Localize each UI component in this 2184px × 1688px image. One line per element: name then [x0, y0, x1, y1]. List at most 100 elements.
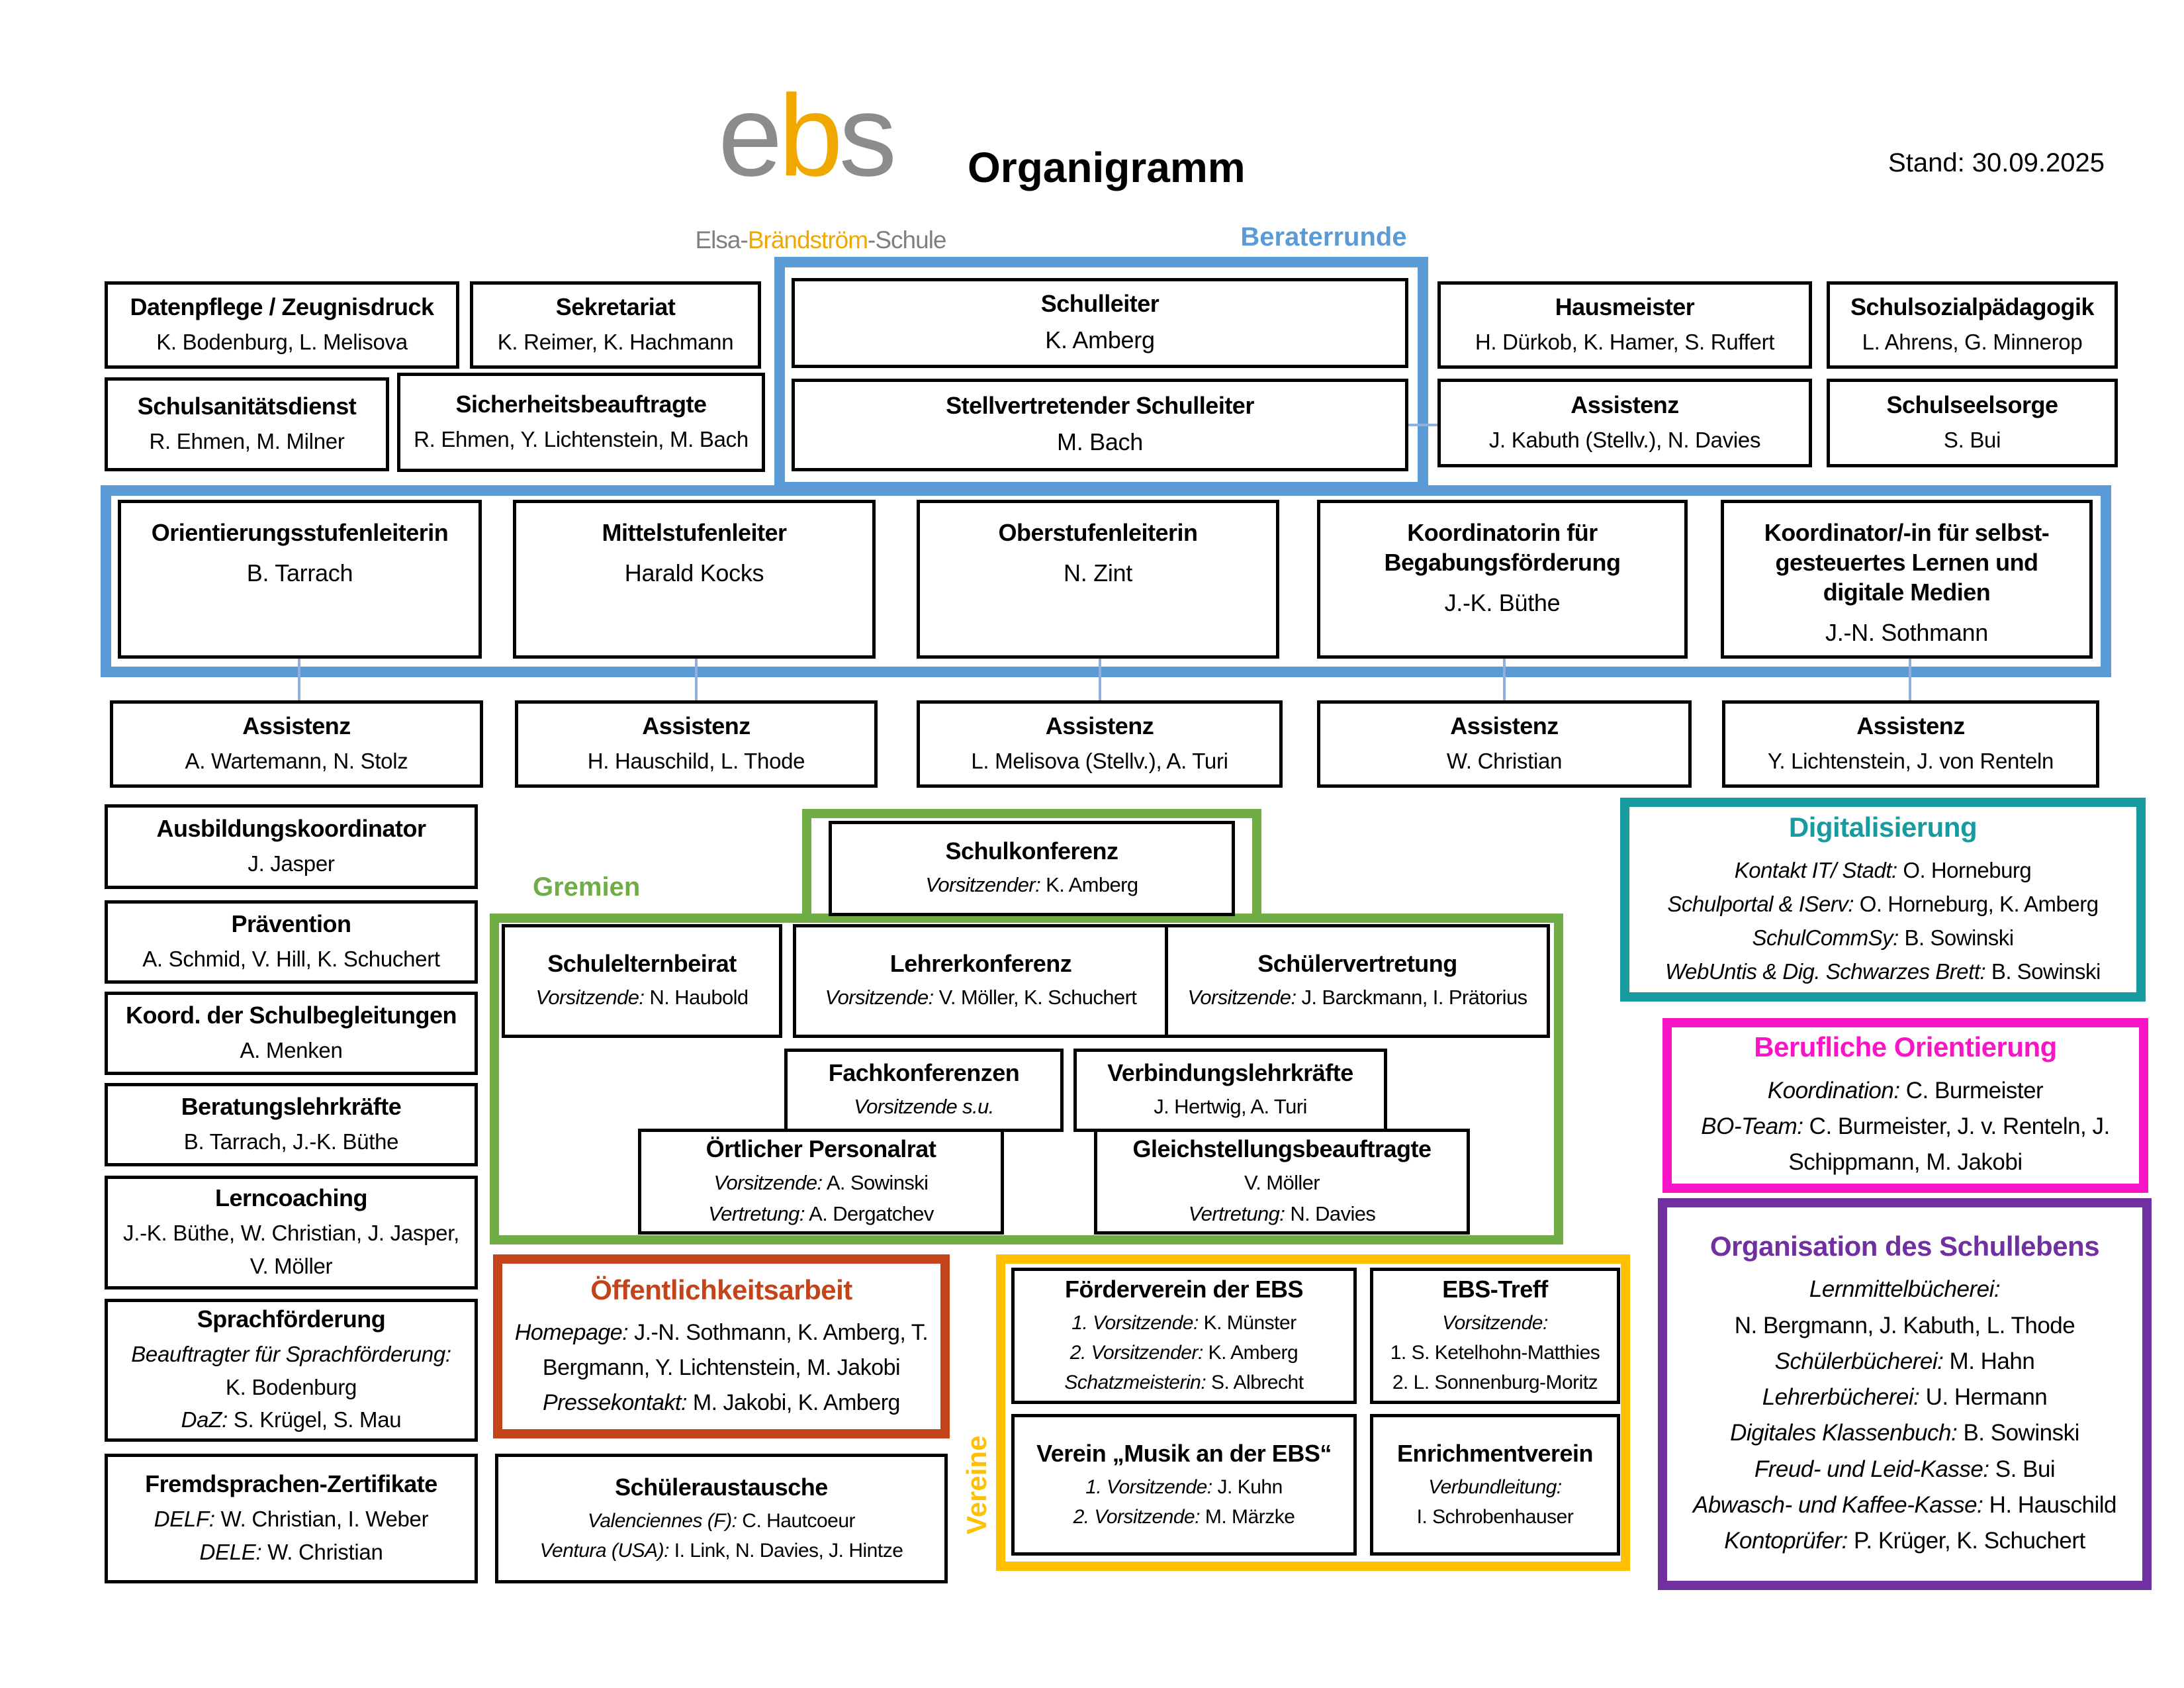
- box-title: Schulsanitätsdienst: [137, 392, 357, 420]
- stand-date: Stand: 30.09.2025: [1888, 148, 2105, 177]
- box-title: Koordinator/-in für selbst-gesteuertes L…: [1764, 519, 2050, 606]
- box-line: L. Melisova (Stellv.), A. Turi: [971, 748, 1228, 773]
- box-title: Örtlicher Personalrat: [705, 1135, 936, 1162]
- box-line: Vertretung: A. Dergatchev: [708, 1201, 934, 1225]
- box-lines: B. Tarrach: [129, 555, 471, 591]
- box-assistenz-oberstufe: Assistenz L. Melisova (Stellv.), A. Turi: [917, 700, 1283, 788]
- box-verbindungslehrkraefte: Verbindungslehrkräfte J. Hertwig, A. Tur…: [1073, 1049, 1387, 1132]
- box-sprachfoerderung: Sprachförderung Beauftragter für Sprachf…: [105, 1299, 478, 1442]
- box-line: Schülerbücherei: M. Hahn: [1774, 1348, 2035, 1374]
- box-title: Assistenz: [1570, 391, 1679, 418]
- box-title: Verbindungslehrkräfte: [1107, 1059, 1353, 1087]
- box-line: J. Kabuth (Stellv.), N. Davies: [1488, 427, 1761, 452]
- box-line: Vorsitzende: V. Möller, K. Schuchert: [825, 986, 1137, 1009]
- box-koord-schulbegleitungen: Koord. der Schulbegleitungen A. Menken: [105, 992, 478, 1075]
- gremien-label: Gremien: [533, 872, 641, 902]
- box-title: EBS-Treff: [1442, 1276, 1548, 1303]
- box-title: Schulseelsorge: [1886, 391, 2058, 418]
- box-line: H. Dürkob, K. Hamer, S. Ruffert: [1475, 329, 1775, 354]
- box-lines: Beauftragter für Sprachförderung:K. Bode…: [116, 1338, 467, 1436]
- connector-mittelstufe: [695, 659, 698, 700]
- box-line: H. Hauschild, L. Thode: [587, 748, 805, 773]
- logo-subtitle: Elsa-Brändström-Schule: [685, 226, 956, 254]
- box-line: 2. L. Sonnenburg-Moritz: [1392, 1372, 1598, 1393]
- box-line: Vertretung: N. Davies: [1188, 1201, 1376, 1225]
- box-line-label: Freud- und Leid-Kasse:: [1754, 1456, 1989, 1482]
- box-schulseelsorge: Schulseelsorge S. Bui: [1827, 379, 2118, 467]
- box-line-label: Vertretung:: [708, 1201, 805, 1225]
- box-title: Assistenz: [642, 712, 751, 739]
- box-line-label: Vorsitzende:: [825, 986, 934, 1009]
- box-lines: J.-K. Büthe: [1328, 585, 1676, 621]
- box-line: Koordination: C. Burmeister: [1767, 1077, 2044, 1103]
- box-line: J. Hertwig, A. Turi: [1154, 1095, 1307, 1119]
- box-line: J. Jasper: [248, 851, 335, 876]
- vereine-frame: [996, 1254, 1630, 1571]
- box-line-label: Abwasch- und Kaffee-Kasse:: [1692, 1491, 1983, 1518]
- box-fremdsprachen-zertifikate: Fremdsprachen-Zertifikate DELF: W. Chris…: [105, 1454, 478, 1583]
- box-line-label: DELE:: [199, 1539, 262, 1564]
- box-lehrerkonferenz: Lehrerkonferenz Vorsitzende: V. Möller, …: [793, 924, 1169, 1038]
- box-line-label: Schulportal & IServ:: [1667, 892, 1854, 917]
- box-lines: N. Zint: [928, 555, 1268, 591]
- box-berufliche-orientierung: Berufliche Orientierung Koordination: C.…: [1662, 1018, 2148, 1193]
- box-lines: Homepage: J.-N. Sothmann, K. Amberg, T. …: [513, 1315, 930, 1420]
- box-koordinatorin-begabung: Koordinatorin für Begabungsförderung J.-…: [1317, 500, 1688, 659]
- box-line: Vorsitzende s.u.: [796, 1092, 1052, 1123]
- box-lines: Vorsitzende: J. Barckmann, I. Prätorius: [1176, 982, 1539, 1013]
- box-lines: Vorsitzender: K. Amberg: [840, 870, 1224, 901]
- box-schulleiter: Schulleiter K. Amberg: [792, 278, 1408, 368]
- box-title: Ausbildungskoordinator: [156, 814, 427, 842]
- box-line: Abwasch- und Kaffee-Kasse: H. Hauschild: [1692, 1491, 2117, 1518]
- box-title: Mittelstufenleiter: [602, 519, 787, 546]
- connector-orientierung: [298, 659, 300, 700]
- box-line: Beauftragter für Sprachförderung:: [116, 1338, 467, 1371]
- box-line: DELE: W. Christian: [199, 1539, 383, 1564]
- box-sicherheitsbeauftragte: Sicherheitsbeauftragte R. Ehmen, Y. Lich…: [397, 373, 765, 472]
- box-lines: Verbundleitung:I. Schrobenhauser: [1381, 1472, 1609, 1532]
- box-line: B. Tarrach, J.-K. Büthe: [183, 1129, 399, 1154]
- box-line: Verbundleitung:: [1381, 1472, 1609, 1502]
- box-line: Pressekontakt: M. Jakobi, K. Amberg: [543, 1389, 900, 1415]
- box-line: V. Möller: [1244, 1171, 1320, 1194]
- box-line-label: DaZ:: [181, 1407, 228, 1432]
- box-line: BO-Team: C. Burmeister, J. v. Renteln, J…: [1701, 1113, 2110, 1176]
- box-schulelternbeirat: Schulelternbeirat Vorsitzende: N. Haubol…: [502, 924, 782, 1038]
- box-line-label: Kontakt IT/ Stadt:: [1734, 857, 1897, 882]
- box-line-label: 1. Vorsitzende:: [1085, 1476, 1212, 1498]
- logo-subtitle-pre: Elsa-: [695, 226, 749, 254]
- box-line-label: Kontoprüfer:: [1724, 1528, 1848, 1554]
- box-line-label: Vorsitzende s.u.: [854, 1095, 994, 1119]
- box-enrichmentverein: Enrichmentverein Verbundleitung:I. Schro…: [1370, 1414, 1620, 1556]
- box-assistenz-mittelstufe: Assistenz H. Hauschild, L. Thode: [515, 700, 878, 788]
- box-line: Homepage: J.-N. Sothmann, K. Amberg, T. …: [514, 1320, 929, 1380]
- box-schulsozialpaedagogik: Schulsozialpädagogik L. Ahrens, G. Minne…: [1827, 281, 2118, 369]
- box-line: Valenciennes (F): C. Hautcoeur: [587, 1509, 856, 1532]
- box-title: Öffentlichkeitsarbeit: [590, 1274, 852, 1305]
- box-line: J.-K. Büthe: [1444, 589, 1561, 616]
- box-title: Beratungslehrkräfte: [181, 1092, 402, 1120]
- box-line: Y. Lichtenstein, J. von Renteln: [1767, 748, 2054, 773]
- box-line: Vorsitzende: N. Haubold: [535, 986, 749, 1009]
- box-line: 2. Vorsitzende: M. Märzke: [1073, 1505, 1295, 1528]
- box-assistenz-schulleitung: Assistenz J. Kabuth (Stellv.), N. Davies: [1437, 379, 1812, 467]
- box-lines: J.-K. Büthe, W. Christian, J. Jasper, V.…: [116, 1217, 467, 1282]
- box-title: Orientierungsstufenleiterin: [151, 519, 449, 546]
- box-ausbildungskoordinator: Ausbildungskoordinator J. Jasper: [105, 804, 478, 889]
- box-line-label: Vorsitzende:: [1442, 1312, 1548, 1334]
- box-line: 1. Vorsitzende: K. Münster: [1071, 1312, 1297, 1334]
- box-mittelstufenleiter: Mittelstufenleiter Harald Kocks: [513, 500, 876, 659]
- box-lines: J. Kabuth (Stellv.), N. Davies: [1449, 424, 1801, 457]
- box-line-label: SchulCommSy:: [1752, 925, 1899, 951]
- box-title: Organisation des Schullebens: [1709, 1230, 2100, 1262]
- box-line-label: DELF:: [154, 1507, 215, 1531]
- box-line-label: 1. Vorsitzende:: [1071, 1312, 1199, 1334]
- box-assistenz-selbstlernen: Assistenz Y. Lichtenstein, J. von Rentel…: [1722, 700, 2099, 788]
- box-line: Vorsitzende:: [1381, 1308, 1609, 1338]
- box-lines: H. Dürkob, K. Hamer, S. Ruffert: [1449, 326, 1801, 359]
- box-lines: A. Wartemann, N. Stolz: [121, 745, 472, 778]
